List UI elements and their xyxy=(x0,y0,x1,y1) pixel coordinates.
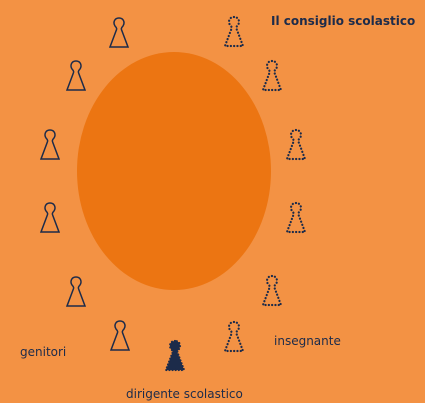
parent-pawn-icon xyxy=(40,129,60,160)
parent-pawn-icon xyxy=(40,202,60,233)
teacher-pawn-icon xyxy=(223,320,245,353)
teacher-pawn-icon xyxy=(261,59,283,92)
parent-pawn-icon xyxy=(109,17,129,48)
parent-pawn-icon xyxy=(66,60,86,91)
teacher-pawn-icon xyxy=(285,201,307,234)
teacher-pawn-icon xyxy=(285,128,307,161)
head-label: dirigente scolastico xyxy=(126,387,243,401)
parent-pawn-icon xyxy=(110,320,130,351)
diagram-title: Il consiglio scolastico xyxy=(271,14,416,28)
council-table xyxy=(77,52,271,290)
head-group xyxy=(164,339,186,372)
head-pawn-icon xyxy=(164,339,186,372)
teacher-label: insegnante xyxy=(274,334,341,348)
teacher-pawn-icon xyxy=(261,274,283,307)
parents-label: genitori xyxy=(20,345,67,359)
teacher-pawn-icon xyxy=(223,15,245,48)
parent-pawn-icon xyxy=(66,276,86,307)
